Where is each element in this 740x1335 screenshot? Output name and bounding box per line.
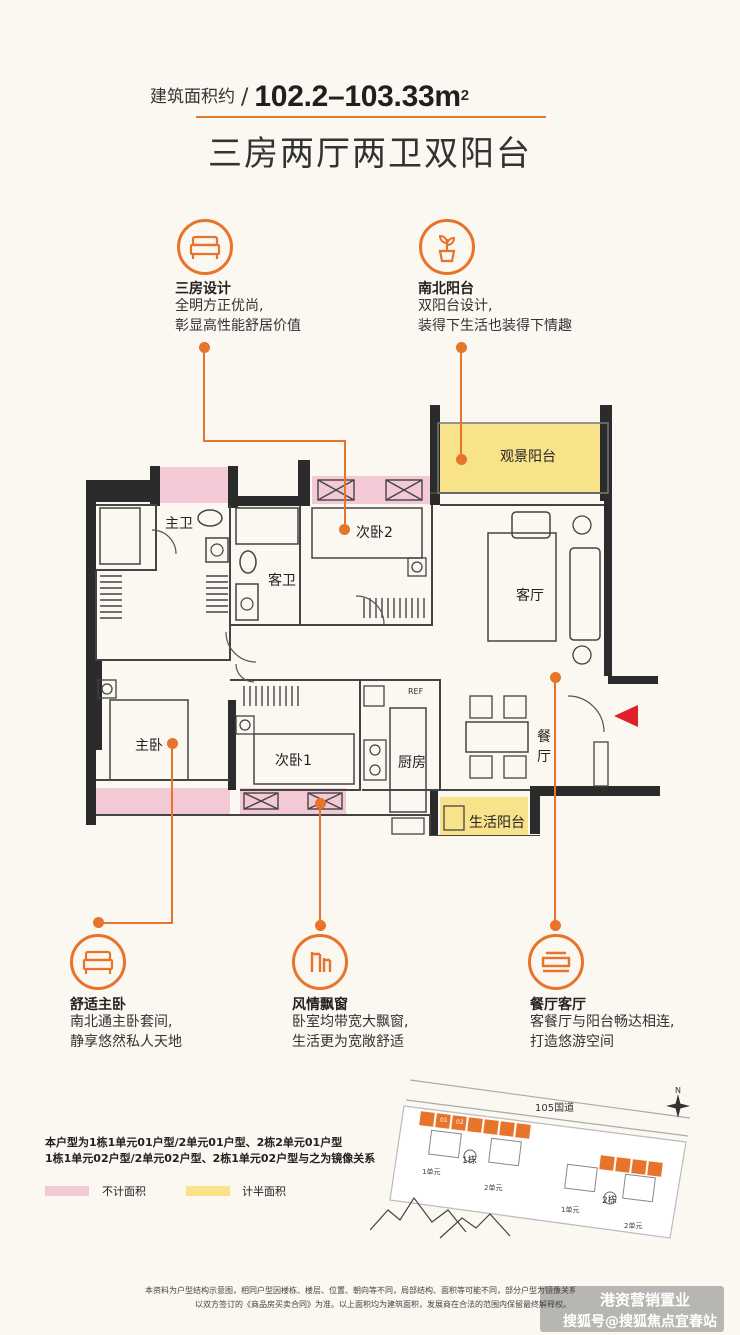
fine-print-1: 本资料为户型结构示意图，相同户型因楼栋、楼层、位置、朝向等不同，局部结构、面积等… bbox=[145, 1286, 575, 1295]
label-second-bedroom-1: 次卧1 bbox=[275, 753, 312, 769]
label-utility-balcony: 生活阳台 bbox=[469, 815, 525, 831]
siteplan-tag-01: 01 bbox=[440, 1117, 448, 1124]
title-divider bbox=[196, 116, 546, 118]
watermark-backdrop bbox=[540, 1286, 724, 1332]
area-line: 建筑面积约 / 102.2–103.33m 2 bbox=[150, 74, 610, 114]
leader-dot-master-end bbox=[93, 917, 104, 928]
leader-dot-bay-window bbox=[315, 798, 326, 809]
leader-dot-living-end bbox=[550, 920, 561, 931]
feature-desc-three-rooms-2: 彰显高性能舒居价值 bbox=[175, 318, 301, 334]
leader-dot-bay-window-end bbox=[315, 920, 326, 931]
area-separator: / bbox=[241, 85, 249, 110]
siteplan-north-label: N bbox=[675, 1086, 681, 1095]
feature-title-balcony: 南北阳台 bbox=[418, 281, 474, 297]
feature-desc-master-1: 南北通主卧套间, bbox=[70, 1014, 173, 1030]
feature-title-living: 餐厅客厅 bbox=[530, 997, 586, 1013]
siteplan-unit-2a: 2单元 bbox=[484, 1184, 503, 1192]
note-line-1: 本户型为1栋1单元01户型/2单元01户型、2栋2单元01户型 bbox=[45, 1136, 343, 1149]
leader-line-balcony bbox=[460, 350, 462, 460]
master-bay-window-area bbox=[96, 788, 230, 816]
leader-dot-balcony bbox=[456, 342, 467, 353]
watermark-line-1: 港资营销置业 bbox=[600, 1291, 691, 1309]
feature-desc-bay-window-2: 生活更为宽敞舒适 bbox=[292, 1034, 404, 1050]
siteplan-unit-1b: 1单元 bbox=[561, 1206, 580, 1214]
leader-line-master-v bbox=[171, 744, 173, 924]
bay-window-icon bbox=[292, 934, 348, 990]
feature-title-three-rooms: 三房设计 bbox=[175, 281, 231, 297]
feature-desc-bay-window-1: 卧室均带宽大飘窗, bbox=[292, 1014, 409, 1030]
label-dining-1: 餐 bbox=[537, 729, 551, 745]
area-prefix: 建筑面积约 bbox=[150, 87, 235, 107]
sofa-icon bbox=[528, 934, 584, 990]
area-unit-superscript: 2 bbox=[460, 87, 470, 104]
leader-line-three-rooms-h bbox=[203, 440, 346, 442]
leader-line-living bbox=[554, 680, 556, 924]
feature-desc-living-1: 客餐厅与阳台畅达相连, bbox=[530, 1014, 675, 1030]
label-view-balcony: 观景阳台 bbox=[500, 449, 556, 465]
floor-plan bbox=[86, 405, 660, 836]
leader-dot-living bbox=[550, 672, 561, 683]
feature-desc-living-2: 打造悠游空间 bbox=[530, 1034, 614, 1050]
siteplan-road-label: 105国道 bbox=[535, 1103, 575, 1114]
label-master-bath: 主卫 bbox=[165, 516, 193, 532]
siteplan-unit-2b: 2单元 bbox=[624, 1222, 643, 1230]
label-master-bedroom: 主卧 bbox=[135, 738, 163, 754]
entrance-arrow-icon bbox=[614, 705, 638, 727]
feature-desc-balcony-2: 装得下生活也装得下情趣 bbox=[418, 318, 572, 334]
legend-swatch-half-counted bbox=[186, 1186, 230, 1196]
legend-label-not-counted: 不计面积 bbox=[102, 1185, 146, 1198]
feature-desc-master-2: 静享悠然私人天地 bbox=[70, 1034, 182, 1050]
plant-icon bbox=[419, 219, 475, 275]
bed-icon bbox=[177, 219, 233, 275]
legend-label-half-counted: 计半面积 bbox=[242, 1185, 286, 1198]
leader-line-bay-window bbox=[319, 804, 321, 924]
label-dining-2: 厅 bbox=[537, 749, 551, 765]
master-bed-icon bbox=[70, 934, 126, 990]
bay-window-1-area bbox=[240, 788, 346, 814]
leader-dot-master-bedroom bbox=[167, 738, 178, 749]
label-refrigerator: REF bbox=[408, 687, 424, 696]
feature-desc-balcony-1: 双阳台设计, bbox=[418, 298, 493, 314]
layout-subtitle: 三房两厅两卫双阳台 bbox=[208, 134, 532, 174]
leader-line-three-rooms-v1 bbox=[203, 350, 205, 442]
label-kitchen: 厨房 bbox=[398, 755, 426, 771]
label-guest-bath: 客卫 bbox=[268, 573, 296, 589]
watermark-line-2: 搜狐号@搜狐焦点宜春站 bbox=[563, 1314, 717, 1330]
siteplan-tag-02: 02 bbox=[456, 1119, 464, 1126]
note-line-2: 1栋1单元02户型/2单元02户型、2栋1单元02户型与之为镜像关系 bbox=[45, 1152, 376, 1165]
fine-print-2: 以双方签订的《商品房买卖合同》为准。以上面积均为建筑面积，发展商在合法的范围内保… bbox=[195, 1300, 571, 1309]
feature-desc-three-rooms-1: 全明方正优尚, bbox=[175, 298, 264, 314]
site-plan bbox=[370, 1079, 691, 1239]
master-bath-window-area bbox=[156, 467, 232, 503]
label-living-room: 客厅 bbox=[516, 588, 544, 604]
siteplan-building-2: 2栋 bbox=[602, 1196, 617, 1206]
feature-title-master: 舒适主卧 bbox=[70, 997, 126, 1013]
area-value: 102.2–103.33m bbox=[254, 80, 461, 113]
leader-dot-bedroom-2 bbox=[339, 524, 350, 535]
legend-swatch-not-counted bbox=[45, 1186, 89, 1196]
label-second-bedroom-2: 次卧2 bbox=[356, 525, 393, 541]
leader-dot-view-balcony bbox=[456, 454, 467, 465]
leader-dot-three-rooms bbox=[199, 342, 210, 353]
view-balcony-area bbox=[440, 423, 608, 493]
leader-line-master-h bbox=[98, 922, 173, 924]
leader-line-three-rooms-v2 bbox=[344, 440, 346, 528]
siteplan-unit-1a: 1单元 bbox=[422, 1168, 441, 1176]
siteplan-building-1: 1栋 bbox=[462, 1156, 477, 1166]
feature-title-bay-window: 风情飘窗 bbox=[292, 997, 348, 1013]
